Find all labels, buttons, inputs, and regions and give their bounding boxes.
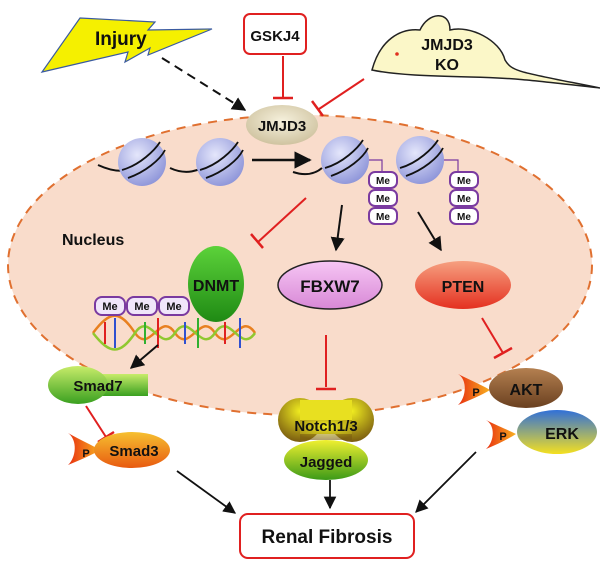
dna-wrap xyxy=(324,139,444,177)
smad7-label: Smad7 xyxy=(73,378,122,395)
smad3-label: Smad3 xyxy=(109,443,158,460)
akt-phospho-label: P xyxy=(472,387,479,399)
methyl-mark: Me xyxy=(376,176,390,187)
akt-label: AKT xyxy=(510,382,543,399)
methyl-mark: Me xyxy=(376,194,390,205)
erk-phospho-icon xyxy=(486,420,516,449)
dna-methyl-marks: Me Me Me xyxy=(94,296,190,316)
erk-phospho-label: P xyxy=(499,431,506,443)
pten-node xyxy=(415,261,511,309)
pten-label: PTEN xyxy=(442,279,485,296)
notch-jagged-complex xyxy=(278,398,374,480)
gskj4-box xyxy=(243,13,307,55)
to-fbxw7-arrow xyxy=(330,204,345,252)
methyl-mark: Me xyxy=(457,194,471,205)
injury-bolt-icon xyxy=(40,17,213,73)
dna-strand xyxy=(292,167,323,176)
methyl-stack-right: Me Me Me xyxy=(444,159,479,225)
pten-inhibition-line xyxy=(481,317,504,354)
injury-to-jmjd3-arrow xyxy=(161,57,247,111)
inhibition-bar xyxy=(310,100,325,117)
smad3-to-fibrosis-arrow xyxy=(176,470,237,514)
methyl-mark: Me xyxy=(457,212,471,223)
ko-label-line2: KO xyxy=(435,57,459,74)
fbxw7-node xyxy=(277,260,383,310)
ko-inhibition-line xyxy=(318,78,365,110)
methyl-mark: Me xyxy=(134,301,149,313)
smad7-inhibition-line xyxy=(85,405,107,438)
methyl-mark: Me xyxy=(376,212,390,223)
akt-phospho-icon xyxy=(458,374,490,405)
renal-fibrosis-label: Renal Fibrosis xyxy=(262,527,393,548)
smad3-node xyxy=(94,432,170,468)
methyl-mark: Me xyxy=(457,176,471,187)
akt-node xyxy=(489,368,563,408)
jagged-label: Jagged xyxy=(300,454,353,471)
dna-wrap xyxy=(121,141,244,179)
dna-to-smad7-arrow xyxy=(129,344,159,369)
methyl-stack-left: Me Me Me xyxy=(368,159,398,225)
nucleus-label: Nucleus xyxy=(62,232,124,249)
inhibition-bar xyxy=(493,346,513,360)
mouse-eye-icon xyxy=(395,52,399,56)
methyl-mark: Me xyxy=(102,301,117,313)
smad3-phospho-label: P xyxy=(82,448,89,460)
methyl-mark: Me xyxy=(166,301,181,313)
ko-label-line1: JMJD3 xyxy=(421,37,473,54)
smad3-phospho-icon xyxy=(68,433,100,465)
erk-label: ERK xyxy=(545,426,579,443)
akt-erk-to-fibrosis-arrow xyxy=(415,451,477,513)
fbxw7-label: FBXW7 xyxy=(300,277,360,296)
jmjd3-node xyxy=(246,105,318,145)
gskj4-label: GSKJ4 xyxy=(250,28,300,45)
jmjd3-label: JMJD3 xyxy=(258,118,306,135)
injury-label: Injury xyxy=(95,29,147,50)
inhibition-bar xyxy=(250,233,264,249)
notch-label: Notch1/3 xyxy=(294,418,357,435)
to-pten-arrow xyxy=(417,211,442,252)
mouse-icon xyxy=(371,15,600,89)
smad7-node xyxy=(48,366,148,404)
dna-helix-icon xyxy=(91,314,257,351)
dnmt-inhibition-line xyxy=(257,197,307,243)
erk-node xyxy=(517,410,597,454)
dnmt-node xyxy=(188,246,244,322)
dnmt-label: DNMT xyxy=(193,278,239,295)
renal-fibrosis-box xyxy=(239,513,415,559)
